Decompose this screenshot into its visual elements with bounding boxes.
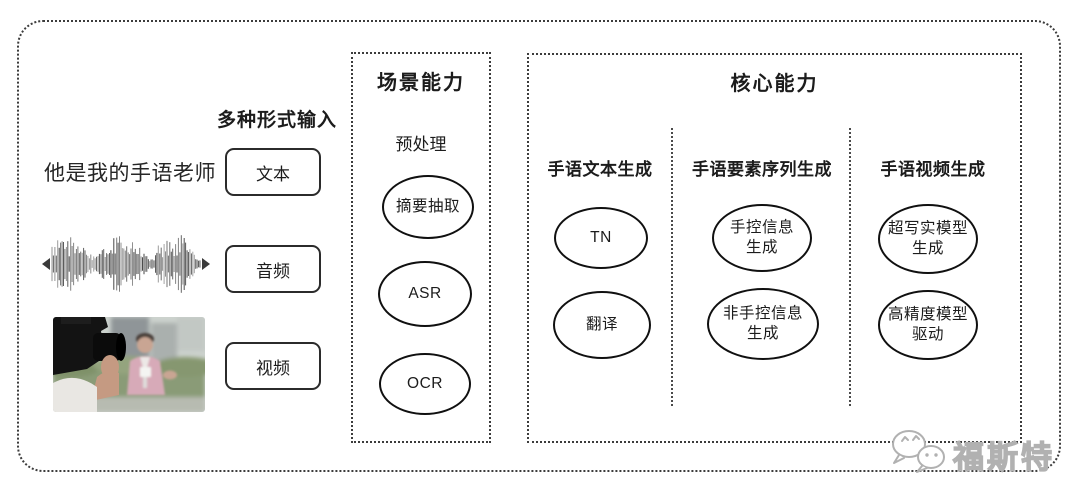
scene-capability-panel: 场景能力 预处理	[351, 52, 491, 443]
watermark-brand-text: 福斯特	[952, 439, 1055, 475]
node-nonmanual-info-generation: 非手控信息 生成	[707, 288, 819, 360]
scene-panel-title: 场景能力	[377, 72, 465, 94]
outer-dotted-border	[17, 20, 1061, 472]
audio-waveform-icon	[42, 235, 210, 293]
input-box-text: 文本	[225, 148, 321, 196]
node-high-precision-model-drive: 高精度模型 驱动	[878, 290, 978, 360]
column-title-sign-element-sequence: 手语要素序列生成	[692, 160, 832, 179]
waveform-bars	[51, 235, 201, 293]
wechat-icon	[892, 430, 945, 473]
node-translation: 翻译	[553, 291, 651, 359]
node-summary-extraction: 摘要抽取	[382, 175, 474, 239]
core-panel-title: 核心能力	[730, 73, 819, 95]
input-box-audio: 音频	[225, 245, 321, 293]
input-section-label: 多种形式输入	[216, 110, 337, 131]
input-box-text-label: 文本	[256, 164, 290, 184]
video-thumbnail	[53, 317, 205, 412]
node-ocr: OCR	[379, 353, 471, 415]
preprocessing-label: 预处理	[395, 135, 447, 154]
reporter-photo-illustration	[53, 317, 205, 412]
column-title-sign-text-generation: 手语文本生成	[547, 160, 653, 179]
input-box-video-label: 视频	[256, 358, 290, 378]
node-tn: TN	[554, 207, 648, 269]
column-divider-2	[849, 128, 851, 406]
node-hyperreal-model-generation: 超写实模型 生成	[878, 204, 978, 274]
node-manual-info-generation: 手控信息 生成	[712, 204, 812, 272]
core-capability-panel: 核心能力	[527, 53, 1022, 443]
input-box-audio-label: 音频	[256, 261, 290, 281]
input-box-video: 视频	[225, 342, 321, 390]
sample-sentence-text: 他是我的手语老师	[44, 162, 216, 185]
column-title-sign-video-generation: 手语视频生成	[880, 160, 986, 179]
node-asr: ASR	[378, 261, 472, 327]
column-divider-1	[671, 128, 673, 406]
